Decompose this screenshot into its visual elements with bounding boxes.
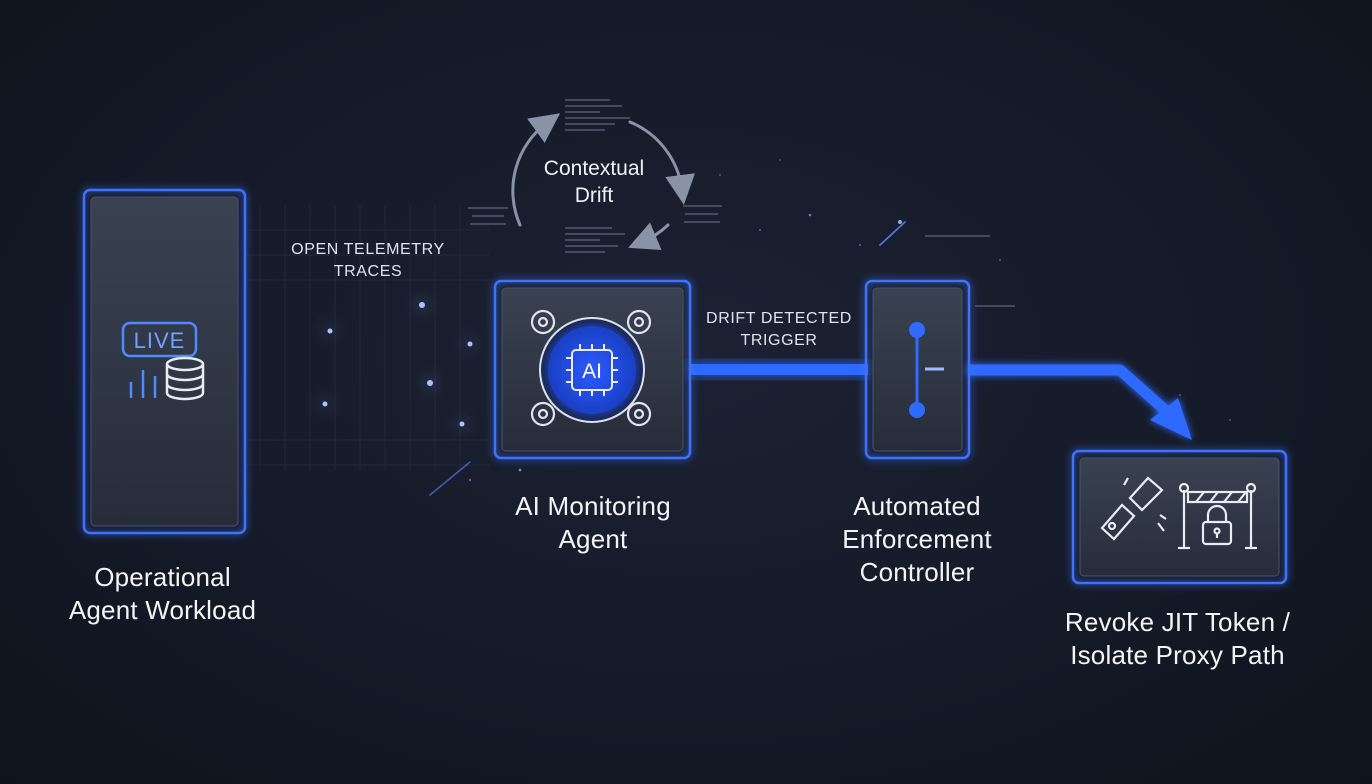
workload-label-line-1: Operational bbox=[94, 562, 231, 592]
bar-chart-icon bbox=[129, 370, 157, 398]
controller-label-line-3: Controller bbox=[859, 557, 975, 587]
drift-label-line-1: Contextual bbox=[543, 157, 645, 180]
barrier-gate-icon bbox=[1178, 482, 1257, 550]
toggle-switch-icon bbox=[909, 322, 944, 418]
telemetry-edge-label: OPEN TELEMETRY TRACES bbox=[268, 239, 468, 283]
controller-label-line-2: Enforcement bbox=[842, 524, 992, 554]
action-label-line-1: Revoke JIT Token / bbox=[1064, 607, 1291, 637]
ai-chip-icon bbox=[566, 344, 618, 396]
live-badge-text: LIVE bbox=[134, 328, 186, 353]
ai-chip-text: AI bbox=[582, 360, 602, 383]
broken-token-icon bbox=[1100, 476, 1167, 541]
monitor-label: AI Monitoring Agent bbox=[480, 490, 706, 556]
monitor-label-line-2: Agent bbox=[558, 524, 628, 554]
action-label: Revoke JIT Token / Isolate Proxy Path bbox=[1040, 606, 1315, 672]
trigger-label-line-1: DRIFT DETECTED bbox=[706, 310, 852, 327]
grid-backdrop bbox=[245, 205, 490, 470]
workload-label-line-2: Agent Workload bbox=[68, 595, 257, 625]
padlock-icon bbox=[1201, 504, 1233, 546]
workload-node: LIVE bbox=[82, 188, 247, 535]
particle-field bbox=[468, 159, 1231, 482]
trigger-label-line-2: TRIGGER bbox=[740, 332, 818, 349]
drift-cycle-label: Contextual Drift bbox=[524, 155, 664, 209]
telemetry-streams bbox=[245, 304, 495, 436]
telemetry-label-line-2: TRACES bbox=[333, 263, 403, 280]
telemetry-pulses bbox=[322, 302, 473, 427]
enforcement-arrow bbox=[968, 364, 1192, 440]
action-label-line-2: Isolate Proxy Path bbox=[1070, 640, 1285, 670]
drift-cycle-arrows bbox=[511, 113, 696, 251]
gear-icon bbox=[530, 309, 652, 427]
live-badge bbox=[121, 321, 198, 358]
controller-label-line-1: Automated bbox=[853, 491, 981, 521]
action-node bbox=[1071, 449, 1288, 585]
controller-node bbox=[864, 279, 971, 460]
controller-label: Automated Enforcement Controller bbox=[812, 490, 1022, 589]
workload-label: Operational Agent Workload bbox=[40, 561, 285, 627]
monitor-node: AI bbox=[493, 279, 692, 460]
telemetry-label-line-1: OPEN TELEMETRY bbox=[291, 241, 445, 258]
monitor-label-line-1: AI Monitoring bbox=[515, 491, 671, 521]
trigger-beam bbox=[690, 364, 868, 375]
database-icon bbox=[165, 356, 205, 401]
drift-label-line-2: Drift bbox=[574, 184, 614, 207]
drift-code-snippets bbox=[468, 99, 1015, 307]
trigger-edge-label: DRIFT DETECTED TRIGGER bbox=[688, 308, 870, 352]
streak-lines bbox=[429, 221, 906, 496]
